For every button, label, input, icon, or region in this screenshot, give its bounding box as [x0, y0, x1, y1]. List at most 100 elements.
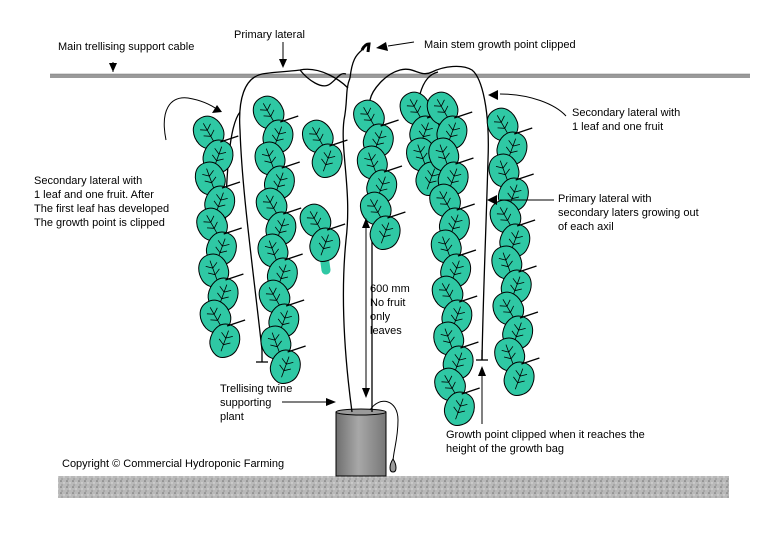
leaf-vein	[513, 368, 528, 390]
leaf-petiole	[226, 319, 246, 327]
copyright-label: Copyright © Commercial Hydroponic Farmin…	[62, 458, 285, 470]
leaf-vein	[264, 240, 279, 262]
leaf-vein	[375, 176, 390, 198]
leaf-petiole	[515, 173, 534, 181]
leaf-petiole	[457, 249, 477, 257]
leaf-vein	[379, 222, 394, 244]
leaf-vein	[450, 306, 465, 328]
leaf-vein	[406, 99, 422, 119]
leaf-vein	[511, 322, 526, 344]
secondary-right-line-1: Secondary lateral with	[572, 107, 681, 119]
leaf-vein	[261, 148, 277, 170]
leaf-vein	[507, 184, 522, 206]
leaf-vein	[267, 332, 282, 354]
main-cable-label: Main trellising support cable	[58, 41, 195, 53]
leaf-vein	[440, 328, 455, 350]
leaf-petiole	[458, 295, 478, 303]
leaf-vein	[200, 123, 215, 143]
leaf-vein	[435, 144, 450, 166]
leaf-petiole	[282, 207, 302, 215]
leaf-vein	[205, 260, 220, 282]
main-stem-clipped-label: Main stem growth point clipped	[424, 39, 576, 51]
secondary-right-line-2: 1 leaf and one fruit	[572, 121, 664, 133]
no-fruit-line-2: No fruit	[370, 297, 406, 309]
twine-line-1: Trellising twine	[220, 383, 293, 395]
leaf-vein	[453, 398, 468, 420]
leaf-vein	[262, 195, 278, 215]
leaf-petiole	[453, 111, 473, 119]
twine-label: Trellising twine supporting plant	[220, 382, 292, 424]
leaf-vein	[277, 310, 292, 332]
leaf-vein	[265, 287, 281, 307]
leaf-petiole	[380, 119, 399, 127]
leaf-vein	[279, 356, 294, 378]
leaf-petiole	[460, 341, 479, 349]
leaf-vein	[436, 191, 452, 211]
leaf-vein	[441, 375, 457, 395]
leaf-vein	[496, 207, 512, 227]
clip-marks	[256, 350, 488, 363]
leaf-vein	[260, 103, 275, 123]
primary-right-line-1: Primary lateral with	[558, 193, 652, 205]
leaf-clusters	[192, 91, 540, 426]
dripper-line	[369, 400, 399, 463]
leaf-vein	[508, 230, 523, 252]
leaf-vein	[364, 152, 379, 174]
twine-line-3: plant	[220, 411, 244, 423]
growth-clipped-label: Growth point clipped when it reaches the…	[446, 428, 645, 456]
leaf-vein	[495, 160, 510, 182]
leaf-vein	[309, 127, 324, 147]
annotation-lines	[112, 41, 567, 424]
leaf-petiole	[456, 203, 475, 211]
primary-lateral-label: Primary lateral	[234, 29, 305, 41]
leaf-vein	[418, 122, 433, 144]
secondary-left-line-2: 1 leaf and one fruit. After	[34, 189, 154, 201]
leaf-petiole	[521, 357, 540, 365]
primary-right-line-2: secondary laters growing out	[558, 207, 699, 219]
leaf-vein	[372, 130, 387, 152]
primary-lateral-right-label: Primary lateral with secondary laters gr…	[558, 192, 699, 234]
primary-right-line-3: of each axil	[558, 221, 614, 233]
leaf-vein	[449, 260, 464, 282]
twine-line-2: supporting	[220, 397, 272, 409]
leaf-petiole	[284, 253, 303, 261]
leaf-vein	[424, 168, 439, 190]
leaf-vein	[218, 330, 233, 352]
ground	[58, 476, 729, 498]
leaf-vein	[360, 107, 375, 127]
secondary-lateral-right-label: Secondary lateral with 1 leaf and one fr…	[572, 106, 680, 134]
leaf-vein	[499, 299, 515, 319]
no-fruit-label: 600 mm No fruit only leaves	[370, 282, 410, 338]
leaf-petiole	[516, 219, 536, 227]
leaf-vein	[273, 172, 288, 194]
leaf-petiole	[221, 181, 241, 189]
leaf-vein	[494, 115, 509, 135]
leaf-vein	[215, 238, 230, 260]
leaf-petiole	[225, 273, 244, 281]
clipped-stem-tip	[360, 42, 371, 53]
trellising-support-cable	[50, 74, 750, 78]
leaf-petiole	[383, 165, 403, 173]
leaf-petiole	[329, 139, 348, 147]
leaf-vein	[438, 283, 454, 303]
growth-clipped-line-2: height of the growth bag	[446, 443, 565, 455]
leaf-petiole	[387, 211, 406, 219]
leaf-vein	[445, 122, 461, 144]
leaf-petiole	[518, 265, 537, 273]
leaf-vein	[202, 168, 217, 190]
leaf-vein	[321, 150, 336, 172]
leaf-vein	[438, 236, 453, 258]
secondary-left-line-1: Secondary lateral with	[34, 175, 143, 187]
leaf-vein	[433, 99, 449, 119]
leaf-vein	[274, 218, 289, 240]
dripper-icon	[389, 458, 397, 473]
leaf-vein	[211, 146, 227, 168]
secondary-left-line-4: The growth point is clipped	[34, 217, 165, 229]
leaf-petiole	[285, 299, 305, 307]
secondary-lateral-left-label: Secondary lateral with 1 leaf and one fr…	[34, 174, 169, 230]
leaf-petiole	[519, 311, 539, 319]
leaf-petiole	[461, 387, 480, 395]
leaf-vein	[505, 138, 521, 160]
leaf-petiole	[281, 161, 300, 169]
